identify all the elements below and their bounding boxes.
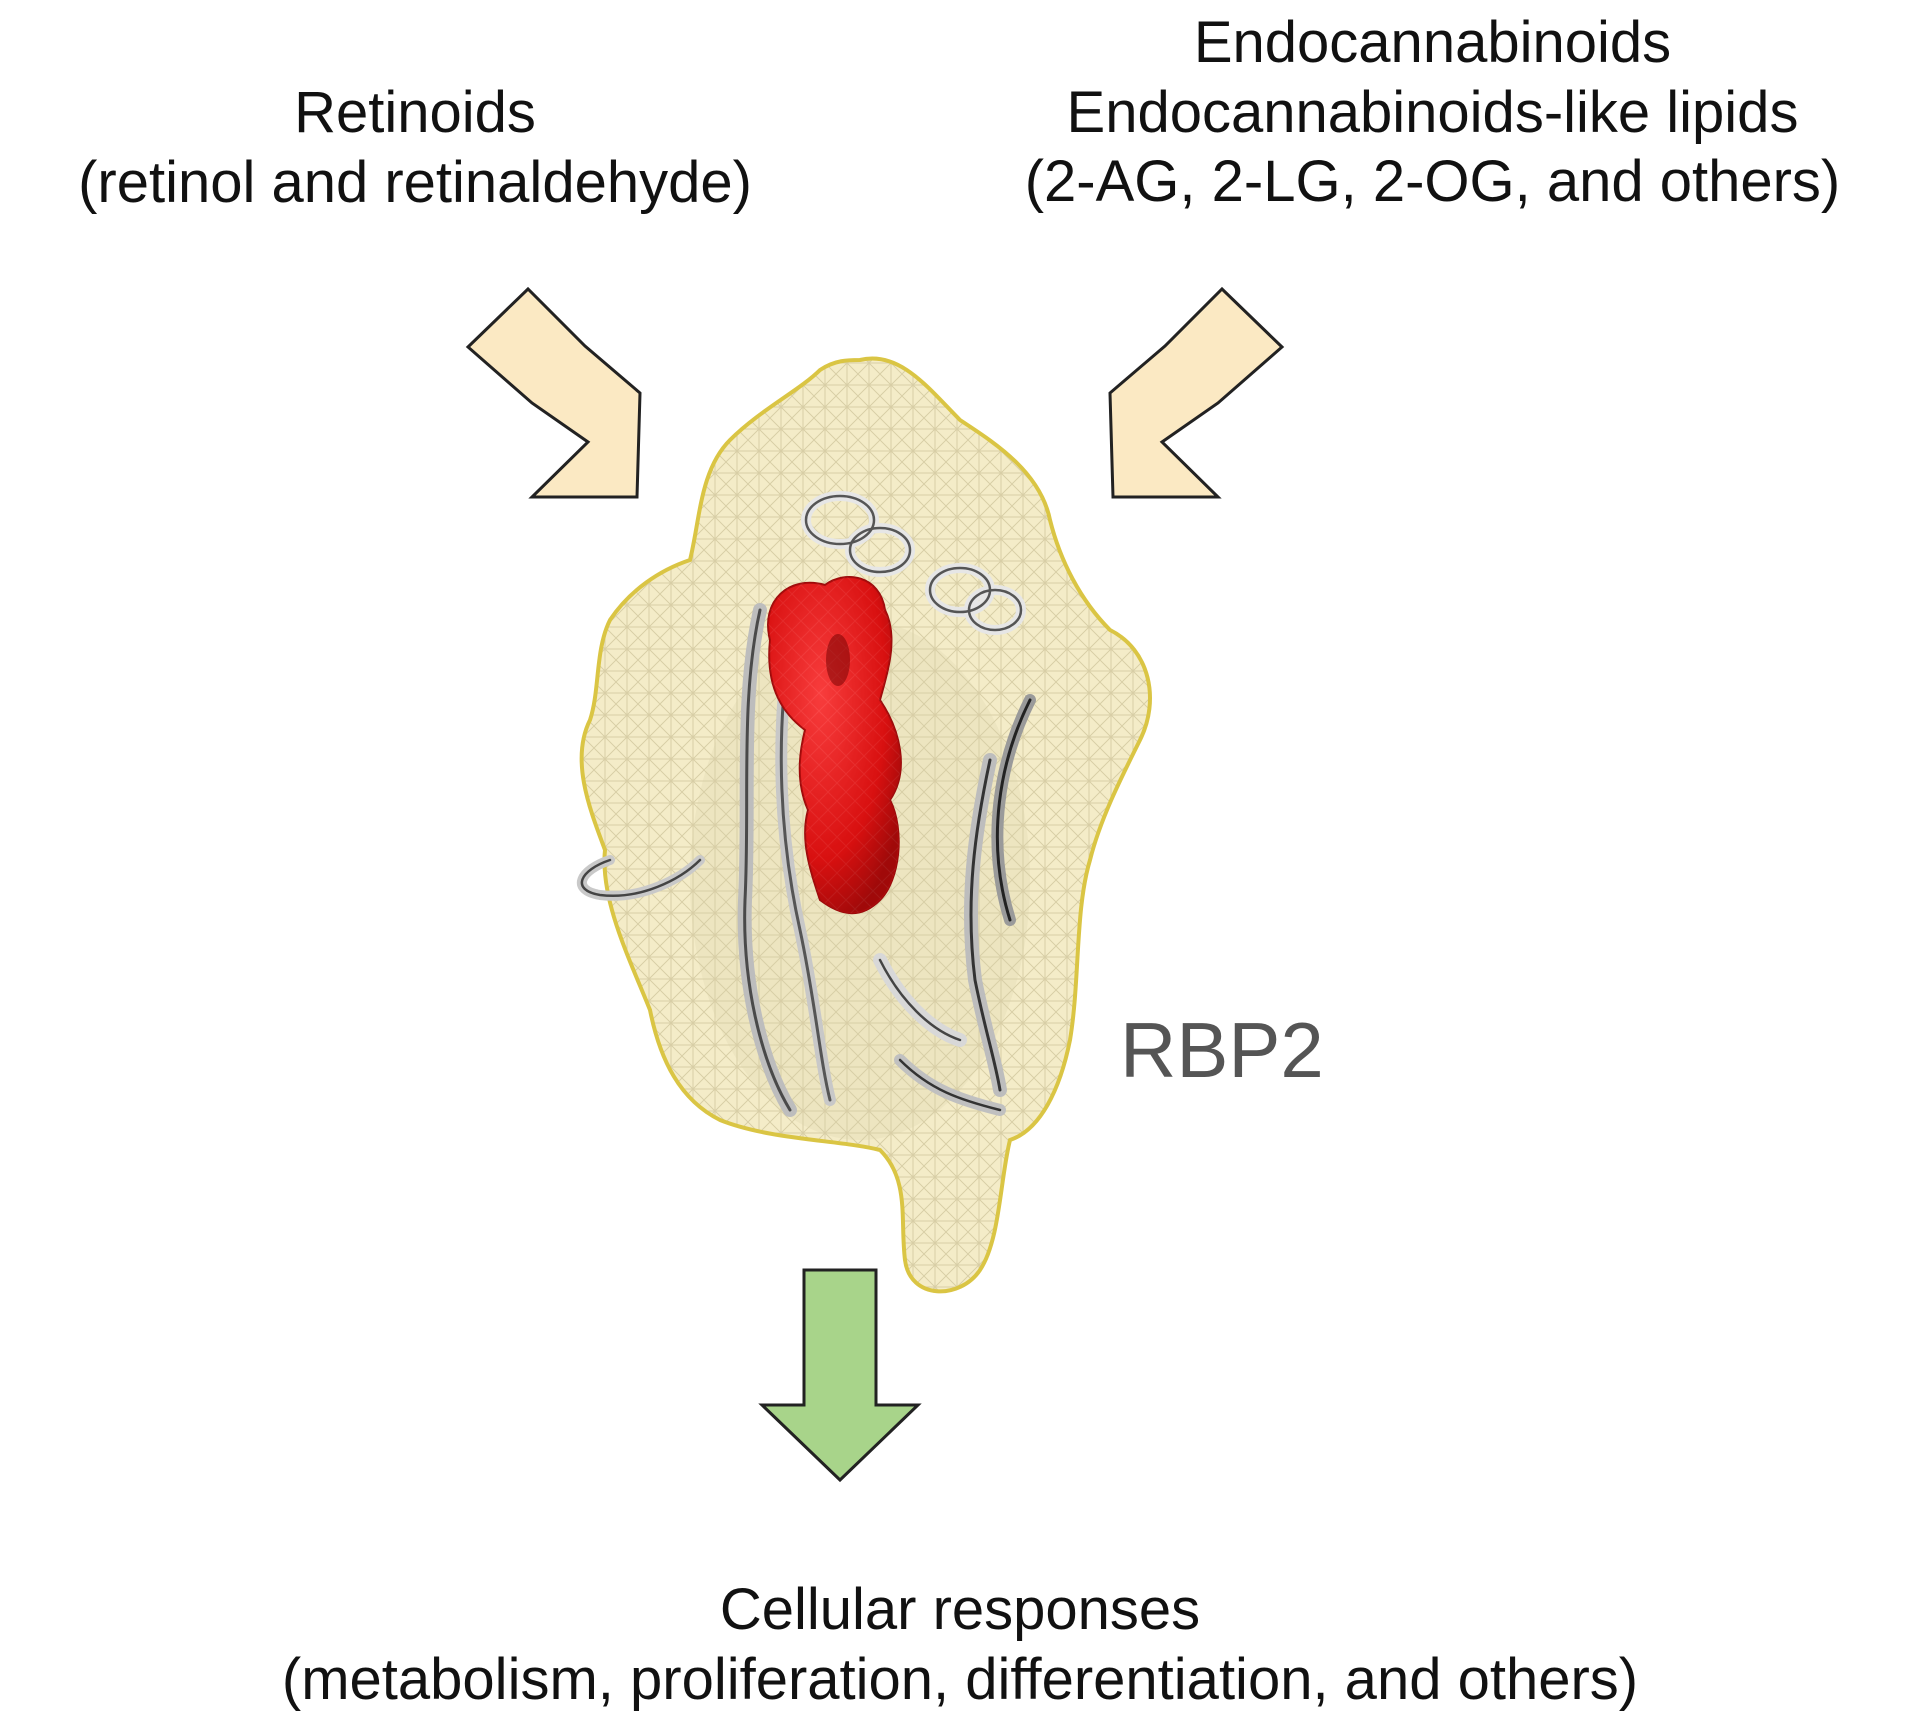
endocannabinoids-line2: Endocannabinoids-like lipids — [1066, 79, 1799, 145]
endocannabinoids-line3: (2-AG, 2-LG, 2-OG, and others) — [1024, 149, 1841, 215]
cellular-responses-detail: (metabolism, proliferation, differentiat… — [281, 1646, 1639, 1712]
retinoids-detail: (retinol and retinaldehyde) — [78, 149, 752, 215]
down-right-arrow-icon — [465, 286, 642, 499]
down-arrow-icon — [758, 1268, 922, 1483]
cellular-responses-label: Cellular responses (metabolism, prolifer… — [0, 1575, 1920, 1714]
protein-ribbons — [576, 603, 1036, 1117]
endocannabinoids-label: Endocannabinoids Endocannabinoids-like l… — [945, 8, 1920, 217]
cellular-responses-title: Cellular responses — [719, 1577, 1201, 1642]
rbp2-label: RBP2 — [1120, 1006, 1324, 1094]
rbp2-protein-structure — [576, 356, 1152, 1294]
retinoids-label: Retinoids (retinol and retinaldehyde) — [0, 78, 830, 217]
down-left-arrow-icon — [1108, 286, 1285, 499]
endocannabinoids-line1: Endocannabinoids — [1193, 10, 1672, 75]
retinoids-title: Retinoids — [294, 80, 536, 145]
